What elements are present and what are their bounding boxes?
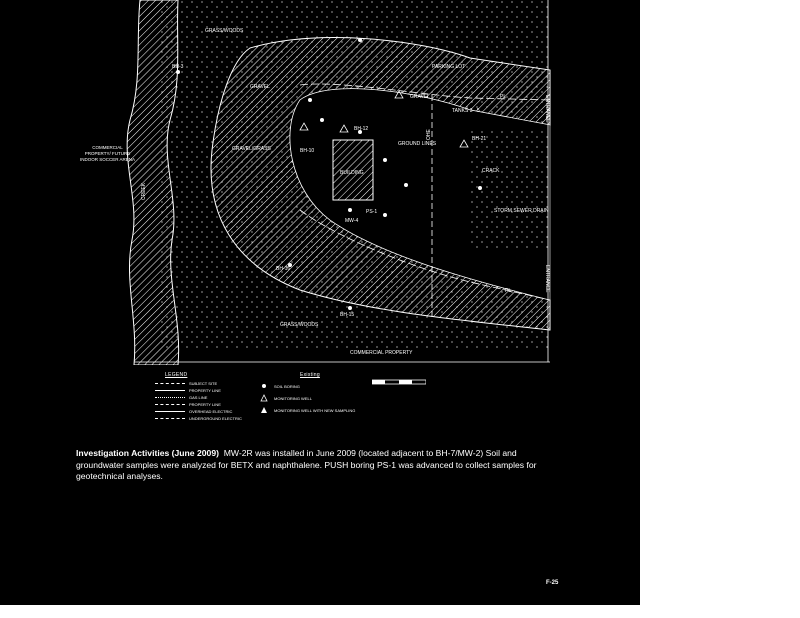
label-building: BUILDING (340, 170, 364, 176)
legend-row: SUBJECT SITE (155, 380, 275, 387)
description-body: MW-2R was installed in June 2009 (locate… (76, 448, 537, 482)
label-gravel-mid: GRAVEL (410, 94, 430, 100)
label-bh21: BH-21 (472, 136, 486, 142)
legend-title: LEGEND (165, 372, 188, 378)
label-bh3: BH-3 (172, 64, 184, 70)
legend-row: PROPERTY LINE (155, 387, 275, 394)
label-ground-lines: GROUND LINES (398, 141, 437, 147)
label-gravel-top: GRAVEL (250, 84, 270, 90)
label-bh15: BH-15 (340, 312, 354, 318)
label-gravel-grass: GRAVEL/GRASS (232, 146, 271, 152)
legend-row: UNDERGROUND ELECTRIC (155, 415, 275, 422)
page-number: F-25 (546, 580, 559, 586)
label-entrance-top: ENTRANCE (544, 95, 550, 123)
legend-existing-row: SOIL BORING (260, 382, 380, 392)
label-commercial-property-bottom: COMMERCIAL PROPERTY (350, 350, 413, 356)
label-grass-woods-bottom: GRASS/WOODS (280, 322, 319, 328)
label-bh16: BH-16 (276, 266, 290, 272)
property-line-top (299, 83, 551, 101)
label-pl-top: PL (500, 94, 506, 100)
label-ohe: OHE (426, 129, 432, 141)
document-page: GRASS/WOODS GRASS/WOODS COMMERCIAL PROPE… (0, 0, 640, 605)
legend-existing-row: MONITORING WELL WITH NEW SAMPLING (260, 406, 380, 416)
label-entrance-bottom: ENTRANCE (544, 265, 550, 293)
building (332, 139, 374, 201)
investigation-description: Investigation Activities (June 2009) MW-… (76, 448, 566, 483)
label-storm-sewer-drain: STORM SEWER DRAIN (494, 208, 549, 214)
legend: LEGEND Existing SUBJECT SITE PROPERTY LI… (140, 372, 440, 432)
parking-lot-area (470, 130, 550, 250)
label-tanks: TANKS 3 - 5 (452, 108, 480, 114)
label-commercial-property-left: COMMERCIAL PROPERTY/ FUTURE INDOOR SOCCE… (80, 145, 136, 162)
label-ps1: PS-1 (366, 209, 377, 215)
description-heading: Investigation Activities (June 2009) (76, 448, 219, 458)
legend-row: PROPERTY LINE (155, 401, 275, 408)
label-grass-woods-top: GRASS/WOODS (205, 28, 244, 34)
label-mw5: MW-4 (345, 218, 358, 224)
legend-existing-title: Existing (300, 372, 320, 378)
soil-boring-icon (262, 384, 266, 388)
scale-bar (372, 379, 426, 385)
property-line-bottom (299, 209, 551, 301)
label-bh10: BH-10 (300, 148, 314, 154)
legend-existing-row: MONITORING WELL (260, 394, 380, 404)
monitoring-well-icon (260, 394, 268, 402)
monitoring-well-sampled-icon (261, 407, 267, 413)
label-bh12: BH-12 (354, 126, 368, 132)
creek-band (126, 0, 180, 365)
site-map: GRASS/WOODS GRASS/WOODS COMMERCIAL PROPE… (126, 0, 551, 365)
monitoring-well-markers (299, 90, 469, 148)
legend-row: GAS LINE (155, 394, 275, 401)
label-parking-lot: PARKING LOT (432, 64, 465, 70)
label-creek: CREEK (141, 182, 147, 200)
label-crack: CRACK (482, 168, 500, 174)
label-pl-bottom: PL (505, 288, 511, 294)
boring-markers (176, 38, 482, 310)
legend-row: OVERHEAD ELECTRIC (155, 408, 275, 415)
